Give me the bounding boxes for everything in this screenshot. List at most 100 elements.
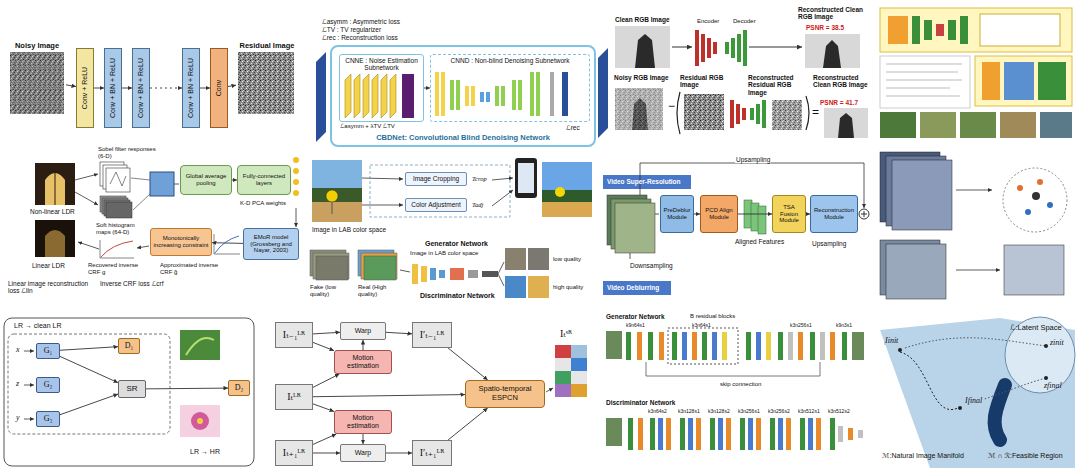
text-label: Decoder <box>733 18 756 25</box>
encoder-decoder <box>762 100 766 128</box>
srgan-generator <box>746 332 751 360</box>
text-label: Approximated inverse CRF g̃ <box>160 262 232 276</box>
srgan-generator <box>648 332 653 360</box>
input-bar <box>598 48 608 138</box>
srgan-discriminator <box>628 418 633 450</box>
text-label: zinit <box>1050 338 1064 347</box>
encoder-decoder <box>672 30 802 66</box>
clean-image <box>615 26 670 68</box>
generator-flow <box>542 162 592 217</box>
module-box: TSA Fusion Module <box>772 195 806 233</box>
operation-box: Image Cropping <box>405 172 467 186</box>
manifold-illustration <box>1044 344 1048 348</box>
srgan-discriminator <box>658 418 663 450</box>
text-label: Video Super-Resolution <box>607 178 681 185</box>
feature-stack <box>174 184 179 185</box>
encoder-decoder <box>731 38 735 58</box>
image-panel: Noisy Image <box>8 40 66 120</box>
node-label: EMoR model (Grossberg and Nayar, 2003) <box>246 234 296 255</box>
unet-layers <box>512 80 516 110</box>
node-label: Motion estimation <box>337 354 389 370</box>
connector-arrow <box>200 88 210 89</box>
generator-flow <box>362 158 592 217</box>
unet-layers <box>471 86 475 106</box>
feature-stack <box>75 162 179 218</box>
crf-plot <box>214 234 240 254</box>
model-box: EMoR model (Grossberg and Nayar, 2003) <box>243 228 299 260</box>
encoder-decoder <box>725 42 729 54</box>
node-label: G₃ <box>44 414 53 423</box>
srgan-generator <box>778 332 783 360</box>
srgan-discriminator <box>726 418 731 450</box>
ldr-image <box>45 173 65 205</box>
node-label: Iₜ₋₁ᴸᴿ <box>283 329 305 341</box>
srgan-discriminator <box>666 418 671 450</box>
text-label: PSNR = 41.7 <box>820 99 858 106</box>
text-label: ℒ:Latent Space <box>1010 324 1062 333</box>
discriminator-flow <box>313 253 349 279</box>
residual-image <box>677 92 724 134</box>
pca-weights <box>293 157 299 163</box>
frame-box: Iₜ₊₁ᴸᴿ <box>275 440 313 466</box>
pca-weights <box>293 157 299 227</box>
unet-layers <box>518 80 522 110</box>
sr-output <box>555 345 587 397</box>
node-label: Conv + BN + ReLU <box>109 58 117 118</box>
srgan-generator <box>852 332 864 360</box>
encoder-decoder <box>730 96 809 130</box>
feature-stack <box>75 174 98 180</box>
srgan-generator <box>788 332 793 360</box>
text-label: = <box>812 106 819 120</box>
encoder-decoder <box>707 38 711 58</box>
text-label: Iinit <box>884 336 899 345</box>
encoder-decoder <box>730 100 734 128</box>
discriminator-flow <box>505 276 526 298</box>
node-label: Noisy Image <box>15 42 59 51</box>
encoder-decoder <box>750 108 754 120</box>
text-label: Reconstructed Residual RGB Image <box>748 74 808 96</box>
process-box: Global average pooling <box>180 165 232 195</box>
generator-flow <box>362 205 403 206</box>
pca-weights <box>293 190 299 196</box>
layer-block: Conv <box>210 48 228 128</box>
architecture-thumbnail <box>880 8 1072 52</box>
unet-layers <box>550 72 554 116</box>
architecture-thumbnail <box>886 64 962 65</box>
conv-layers <box>363 74 369 118</box>
srgan-generator <box>626 332 631 360</box>
text-label: Reconstructed Clean RGB Image <box>798 6 870 21</box>
node-label: Monotonically increasing constraint <box>153 235 209 249</box>
blur-illustration <box>886 244 946 299</box>
connector-arrow <box>363 340 364 350</box>
edvr-flow <box>603 175 691 189</box>
text-label: Image in LAB color space <box>410 250 478 257</box>
srgan-generator <box>637 332 642 360</box>
node-label: Motion estimation <box>337 414 389 430</box>
sr-output <box>571 345 587 358</box>
connector-arrow <box>313 404 334 412</box>
residual-image <box>677 92 680 134</box>
layer-block: Conv + ReLU <box>76 48 94 128</box>
srgan-discriminator <box>748 418 753 450</box>
srgan-discriminator <box>838 426 843 442</box>
srgan-generator <box>798 332 803 360</box>
generator-flow <box>555 187 565 197</box>
generator-flow <box>518 163 534 193</box>
unet-layers <box>456 80 460 110</box>
srgan-discriminator <box>848 428 853 440</box>
connector-arrow <box>212 242 243 244</box>
discriminator-flow <box>482 271 498 277</box>
srgan-generator <box>692 332 697 360</box>
subnetwork-box: CNND : Non-blind Denoising Subnetwork <box>430 54 590 122</box>
node-label: Conv <box>215 80 223 96</box>
text-label: ℳ ∩ ℛ:Feasible Region <box>988 452 1063 460</box>
cycle-gan-frame <box>197 418 203 424</box>
text-label: Real (High quality) <box>358 284 403 298</box>
connector-arrow <box>313 374 339 387</box>
operation-box: Color Adjustment <box>405 198 467 212</box>
srgan-discriminator <box>756 418 761 450</box>
text-label: − <box>668 100 675 114</box>
process-box: Warp <box>340 444 386 462</box>
architecture-thumbnail <box>1040 112 1072 138</box>
